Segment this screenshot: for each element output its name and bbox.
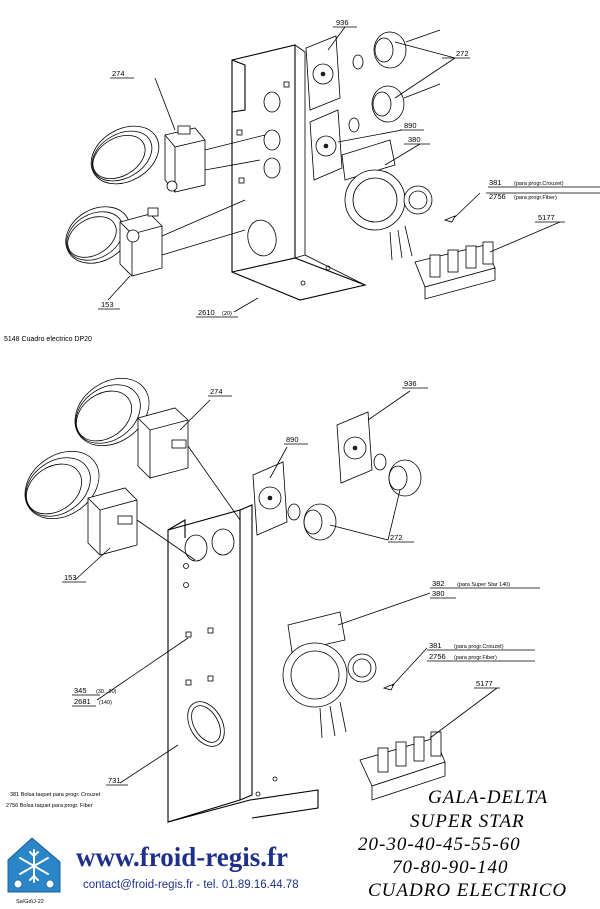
bottom-label-2681: 2681 (74, 697, 91, 706)
title-line-1: GALA-DELTA (428, 787, 548, 808)
bottom-mounting-panel (167, 504, 319, 823)
logo-code: Sa\Gd\J-22 (16, 899, 44, 905)
top-label-5177: 5177 (538, 213, 555, 222)
top-scale-plate-936 (305, 35, 341, 111)
title-line-4: 70-80-90-140 (392, 857, 508, 878)
bottom-label-345: 345 (74, 686, 87, 695)
bottom-note-2756: 2756 Bolsa taquet para progr. Fiber (6, 803, 93, 809)
bottom-thermostat-capillary (24, 377, 150, 520)
top-mounting-panel (231, 44, 367, 301)
top-label-274: 274 (112, 69, 125, 78)
footer: Sa\Gd\J-22 www.froid-regis.fr contact@fr… (7, 837, 299, 905)
top-label-153: 153 (101, 300, 114, 309)
bottom-label-380: 380 (432, 589, 445, 598)
top-terminal-block-5177 (414, 241, 496, 300)
website-url[interactable]: www.froid-regis.fr (76, 842, 288, 872)
contact-line[interactable]: contact@froid-regis.fr - tel. 01.89.16.4… (83, 879, 299, 891)
bottom-clip-381 (382, 683, 395, 691)
title-line-3: 20-30-40-45-55-60 (358, 834, 521, 855)
top-label-890: 890 (404, 121, 417, 130)
top-thermostat-capillary (65, 125, 160, 264)
top-label-936: 936 (336, 18, 349, 27)
bottom-programmer-380 (282, 611, 377, 739)
snowflake-icon (19, 849, 49, 883)
bottom-label-382-note: (para Super Star 140) (457, 582, 510, 588)
top-label-2756-note: (para progr.Fiber) (514, 195, 557, 201)
bottom-label-272: 272 (390, 533, 403, 542)
top-label-2756: 2756 (489, 192, 506, 201)
bottom-label-382: 382 (432, 579, 445, 588)
bottom-label-345-note: (30...90) (96, 689, 117, 695)
top-label-272: 272 (456, 49, 469, 58)
bottom-label-274: 274 (210, 387, 223, 396)
top-knobs-272 (348, 29, 441, 133)
title-line-5: CUADRO ELECTRICO (368, 880, 567, 901)
bottom-label-2756-note: (para progr.Fiber) (454, 655, 497, 661)
bottom-note-381: 381 Bolsa taquet para progr. Crouzet (10, 792, 101, 798)
bottom-label-890: 890 (286, 435, 299, 444)
bottom-terminal-block-5177 (359, 731, 446, 801)
top-assembly-caption: 5148 Cuadro electrico DP20 (4, 336, 92, 343)
bottom-thermostat-153 (87, 487, 138, 556)
title-line-2: SUPER STAR (410, 811, 525, 832)
title-block: GALA-DELTA SUPER STAR 20-30-40-45-55-60 … (358, 787, 567, 901)
top-thermostat-153 (119, 207, 163, 277)
top-label-2610-note: (20) (222, 311, 232, 317)
bottom-thermostat-274 (137, 407, 189, 479)
top-assembly (65, 26, 600, 318)
top-label-380: 380 (408, 135, 421, 144)
bottom-label-731: 731 (108, 776, 121, 785)
brand-logo: Sa\Gd\J-22 (7, 837, 61, 905)
top-label-381-note: (para progr.Crouzet) (514, 181, 564, 187)
bottom-label-153: 153 (64, 573, 77, 582)
bottom-knobs-272 (287, 453, 422, 541)
bottom-label-5177: 5177 (476, 679, 493, 688)
top-label-2610: 2610 (198, 308, 215, 317)
bottom-scale-plate-890 (252, 461, 288, 536)
top-thermostat-274 (164, 125, 206, 193)
bottom-scale-plate-936 (336, 411, 373, 484)
bottom-assembly (24, 377, 540, 823)
bottom-label-381: 381 (429, 641, 442, 650)
top-clip-381 (443, 215, 456, 223)
bottom-label-2756: 2756 (429, 652, 446, 661)
bottom-label-381-note: (para progr.Crouzet) (454, 644, 504, 650)
bottom-label-2681-note: (140) (99, 700, 112, 706)
top-label-381: 381 (489, 178, 502, 187)
top-scale-plate-890 (309, 109, 343, 181)
top-programmer-380 (341, 139, 433, 261)
bottom-label-936: 936 (404, 379, 417, 388)
